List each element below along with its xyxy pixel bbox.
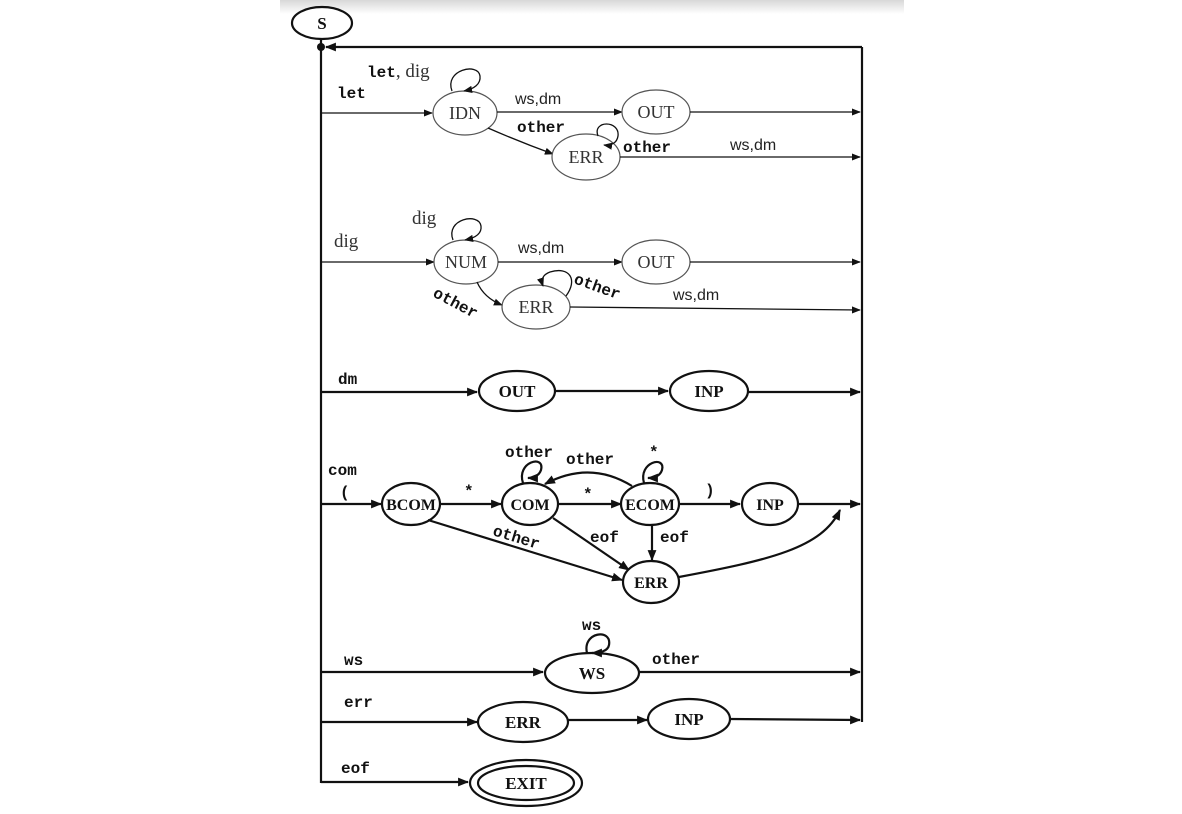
com-to-err-label: eof [590, 529, 619, 547]
bcom-to-err-edge [427, 518, 624, 582]
com-entry-label: com [328, 462, 357, 480]
dm-out-label: OUT [499, 382, 537, 401]
idn-err-exit-label: ws,dm [729, 137, 776, 154]
eof-entry-label: eof [341, 760, 370, 778]
num-out-label: OUT [638, 252, 675, 272]
idn-err-loop-label: other [623, 139, 671, 157]
err-inp-exit-edge [729, 715, 862, 725]
idn-to-out-label: ws,dm [514, 91, 561, 108]
ecom-label: ECOM [625, 497, 675, 514]
ecom-loop-label: * [649, 444, 659, 462]
idn-to-err-label: other [517, 119, 565, 137]
top-shade [280, 0, 904, 14]
dm-entry-label: dm [338, 371, 358, 389]
ecom-to-err-label: eof [660, 529, 689, 547]
com-loop-edge [520, 460, 543, 484]
exit-label: EXIT [505, 774, 547, 793]
com-loop-label: other [505, 444, 553, 462]
bcom-to-com-label: * [464, 483, 474, 501]
idn-label: IDN [449, 103, 481, 123]
err-node [476, 700, 570, 744]
junction-dot [317, 43, 325, 51]
idn-loop-label: let, dig [367, 61, 430, 82]
idn-loop-dig: , dig [396, 61, 430, 82]
num-err-label: ERR [518, 297, 553, 317]
dig-entry-label: dig [334, 231, 359, 252]
err-entry-label: err [344, 694, 373, 712]
ecom-to-com-label: other [566, 451, 614, 469]
com-err-label: ERR [634, 575, 668, 592]
let-entry-label: let [337, 85, 366, 103]
num-err-loop-label: other [571, 271, 622, 304]
com-err-exit-edge [678, 509, 841, 579]
ws-loop-label: ws [582, 617, 601, 635]
num-loop-edge [451, 218, 482, 242]
bcom-to-err-label: other [491, 523, 542, 554]
com-label: COM [510, 497, 549, 514]
ecom-loop-edge [642, 460, 664, 484]
idn-loop-edge [450, 68, 481, 93]
ws-exit-label: other [652, 651, 700, 669]
num-err-loop-edge [537, 270, 573, 297]
ws-entry-label: ws [344, 652, 363, 670]
idn-err-label: ERR [568, 147, 603, 167]
ecom-to-com-edge [544, 471, 633, 487]
com-paren-label: ( [340, 484, 350, 502]
num-err-exit-edge [569, 306, 861, 314]
start-node [290, 5, 354, 41]
com-inp-label: INP [756, 497, 784, 514]
ecom-to-inp-label: ) [705, 482, 715, 500]
idn-out-label: OUT [638, 102, 675, 122]
num-to-out-label: ws,dm [517, 240, 564, 257]
err-label: ERR [505, 713, 542, 732]
bcom-label: BCOM [386, 497, 436, 514]
ws-label: WS [579, 664, 605, 683]
exit-node-inner [476, 764, 576, 802]
num-err-exit-label: ws,dm [672, 287, 719, 304]
com-err-node [621, 559, 681, 605]
num-to-err-label: other [430, 285, 481, 323]
idn-to-err-edge [487, 127, 554, 155]
err-inp-label: INP [674, 710, 703, 729]
num-to-err-edge [476, 281, 503, 306]
com-to-err-edge [552, 517, 630, 571]
num-loop-label: dig [412, 208, 437, 229]
start-label: S [317, 14, 326, 33]
dm-inp-label: INP [694, 382, 723, 401]
idn-err-loop-edge [596, 123, 619, 150]
idn-loop-let: let [367, 64, 396, 82]
com-to-ecom-label: * [583, 486, 593, 504]
num-label: NUM [445, 252, 487, 272]
ws-loop-edge [585, 633, 611, 658]
